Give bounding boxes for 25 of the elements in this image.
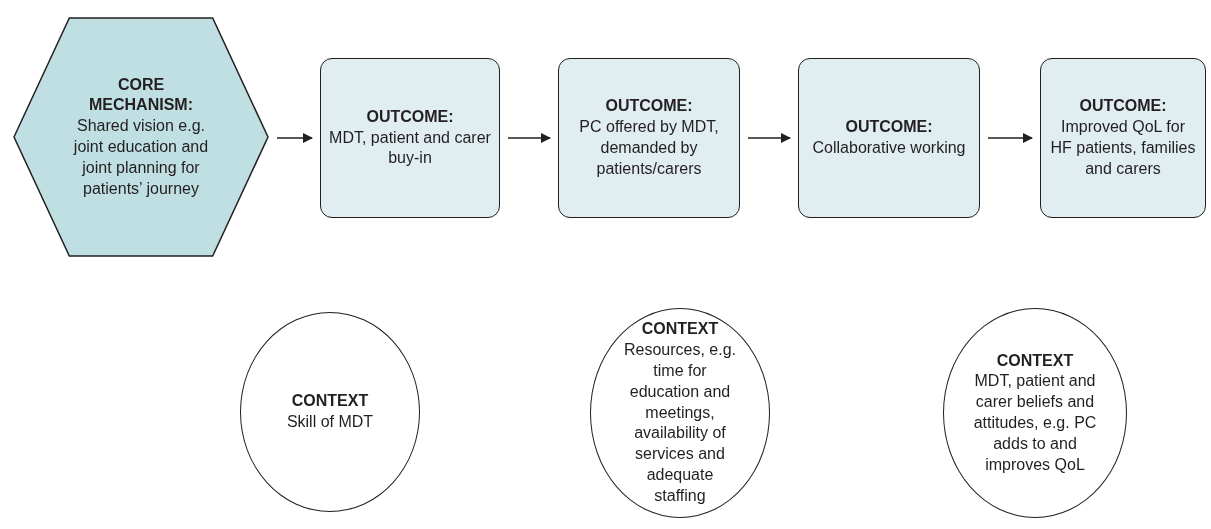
heading-text: CONTEXT — [641, 319, 719, 340]
body-text: Improved QoL for HF patients, families and carers — [1049, 117, 1197, 179]
heading-text: CONTEXT — [291, 391, 369, 412]
body-text: Collaborative working — [812, 138, 966, 158]
mechanism-hexagon — [13, 17, 269, 257]
outcome-box — [558, 58, 740, 218]
outcome-box — [320, 58, 500, 218]
outcome-box — [798, 58, 980, 218]
heading-text: OUTCOME: — [366, 106, 454, 127]
body-text: Skill of MDT — [286, 412, 374, 432]
heading-text: CONTEXT — [996, 350, 1074, 371]
arrow — [987, 133, 1033, 143]
body-text: Shared vision e.g. joint education and joint planning for patients’ journey — [72, 116, 210, 199]
heading-text: OUTCOME: — [1079, 96, 1167, 117]
arrow — [747, 133, 791, 143]
heading-text: CORE MECHANISM: — [88, 74, 194, 116]
arrow — [507, 133, 551, 143]
heading-text: OUTCOME: — [605, 96, 693, 117]
body-text: PC offered by MDT, demanded by patients/carers — [578, 117, 720, 179]
body-text: MDT, patient and carer buy-in — [329, 127, 491, 169]
body-text: Resources, e.g. time for education and meetings, availability of services and adequate staffing — [622, 340, 738, 506]
heading-text: OUTCOME: — [845, 117, 933, 138]
body-text: MDT, patient and carer beliefs and attitudes, e.g. PC adds to and improves QoL — [972, 371, 1098, 475]
outcome-box — [1040, 58, 1206, 218]
arrow — [276, 133, 313, 143]
